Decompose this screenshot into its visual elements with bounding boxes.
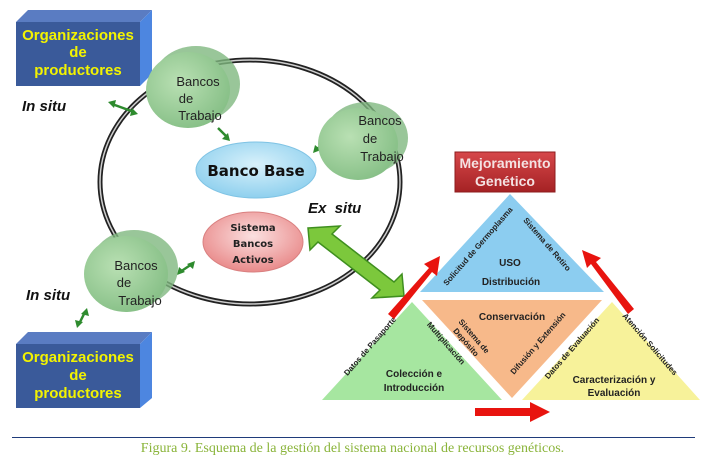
work-bank-2-line-2: de [363, 131, 377, 146]
active-banks-line-2: Bancos [233, 239, 273, 250]
base-bank: Banco Base [195, 141, 317, 199]
arrow-up-left-icon [582, 250, 634, 314]
breeding-line-2: Genético [475, 173, 535, 189]
producer-top-line-1: Organizaciones [22, 27, 134, 44]
work-bank-1: Bancos de Trabajo [146, 46, 240, 128]
producer-top-line-3: productores [34, 62, 122, 79]
producer-box-top: Organizaciones de productores [16, 10, 152, 86]
ex-situ-ring [97, 57, 403, 307]
work-bank-3-line-3: Trabajo [118, 293, 162, 308]
breeding-line-1: Mejoramiento [459, 155, 550, 171]
work-bank-1-line-1: Bancos [176, 74, 220, 89]
breeding-box: Mejoramiento Genético [454, 151, 556, 193]
work-bank-1-line-2: de [179, 91, 193, 106]
work-bank-2-line-1: Bancos [358, 113, 402, 128]
work-bank-1-line-3: Trabajo [178, 108, 222, 123]
in-situ-label-top: In situ [22, 98, 66, 115]
producer-bottom-line-1: Organizaciones [22, 349, 134, 366]
double-arrow-icon [108, 100, 138, 116]
base-bank-label: Banco Base [207, 162, 304, 180]
producer-bottom-line-3: productores [34, 385, 122, 402]
arrow-up-right-icon [388, 256, 440, 319]
triangle-use: USO Distribución Solicitud de Germoplasm… [420, 194, 604, 292]
active-banks-system: Sistema Bancos Activos [202, 211, 304, 273]
work-bank-2: Bancos de Trabajo [318, 102, 408, 180]
work-bank-3-line-1: Bancos [114, 258, 158, 273]
double-arrow-icon [177, 261, 195, 275]
work-bank-2-line-3: Trabajo [360, 149, 404, 164]
collection-title-1: Colección e [386, 369, 443, 380]
work-bank-3: Bancos de Trabajo [84, 230, 178, 312]
caption-divider [12, 437, 695, 438]
work-bank-3-line-2: de [117, 275, 131, 290]
big-double-arrow-icon [307, 225, 405, 299]
use-subtitle: Distribución [482, 277, 540, 288]
use-title: USO [499, 258, 521, 269]
red-arrows [388, 250, 634, 422]
arrow-right-icon [475, 402, 550, 422]
producer-top-line-2: de [69, 44, 87, 61]
active-banks-line-1: Sistema [230, 223, 275, 234]
producer-box-bottom: Organizaciones de productores [16, 332, 152, 408]
double-arrow-icon [75, 308, 89, 328]
in-situ-label-bottom: In situ [26, 287, 70, 304]
conservation-title: Conservación [479, 312, 545, 323]
ex-situ-label: Ex situ [308, 200, 361, 217]
producer-bottom-line-2: de [69, 367, 87, 384]
characterization-title-2: Evaluación [588, 388, 641, 399]
small-double-arrows [75, 100, 331, 328]
active-banks-line-3: Activos [232, 255, 273, 266]
figure-caption: Figura 9. Esquema de la gestión del sist… [140, 441, 565, 456]
characterization-title-1: Caracterización y [573, 375, 656, 386]
collection-title-2: Introducción [384, 383, 445, 394]
double-arrow-icon [217, 127, 230, 141]
